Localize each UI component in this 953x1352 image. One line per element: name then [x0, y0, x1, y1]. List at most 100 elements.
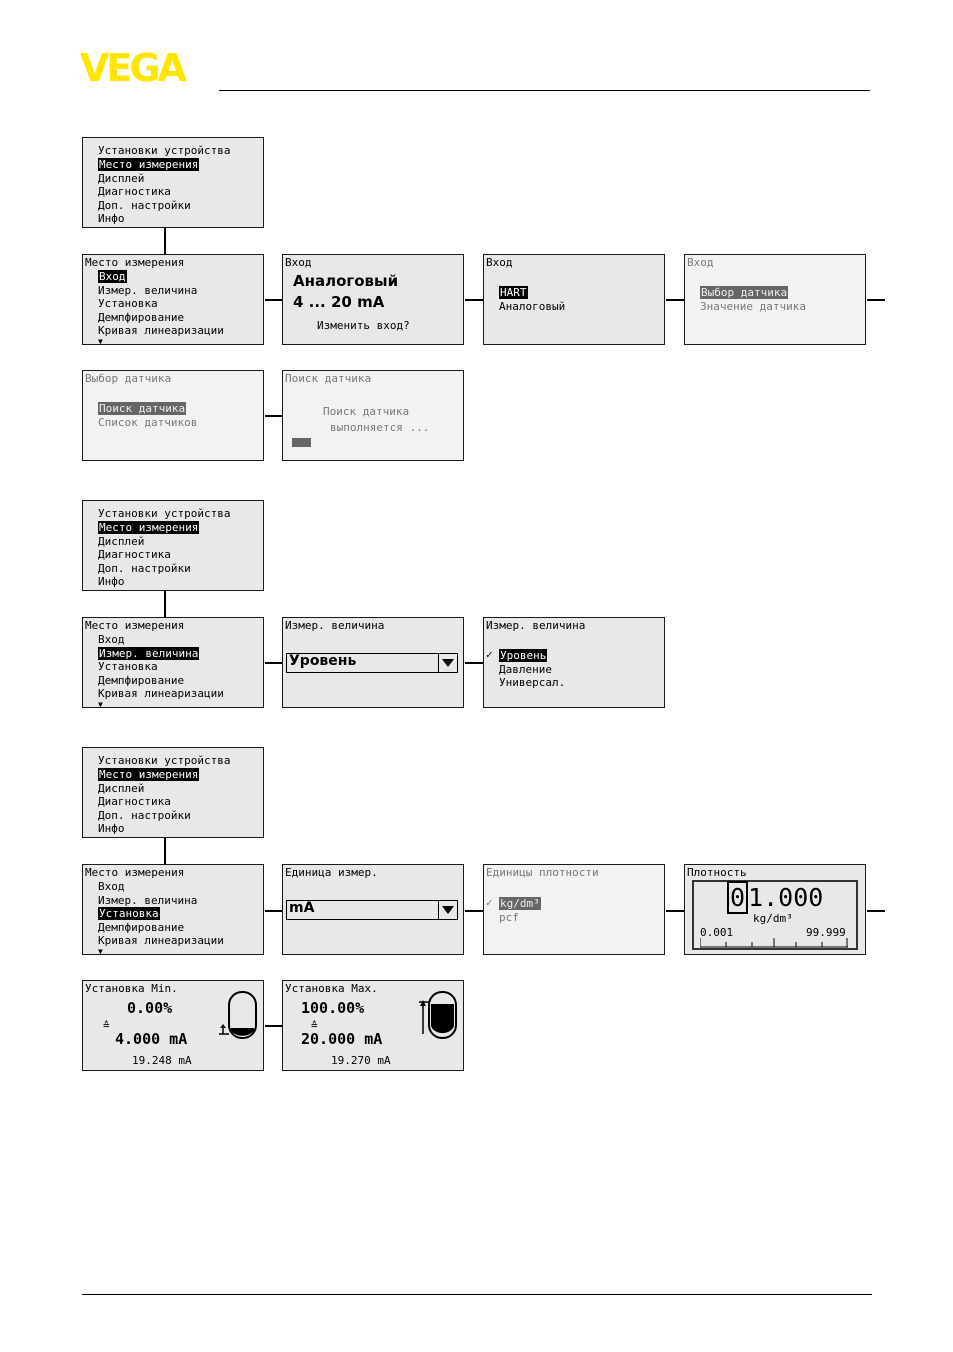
- max-current[interactable]: 20.000 mA: [301, 1030, 383, 1048]
- dropdown-arrow-icon: [442, 906, 454, 914]
- tank-full-icon: [419, 991, 457, 1039]
- menu-item[interactable]: Доп. настройки: [98, 199, 191, 212]
- connector: [867, 910, 885, 912]
- menu-item[interactable]: Установка: [98, 297, 158, 310]
- screen-title: Место измерения: [85, 866, 185, 879]
- screen-title: Место измерения: [85, 619, 185, 632]
- min-current[interactable]: 4.000 mA: [115, 1030, 188, 1048]
- connector: [265, 910, 283, 912]
- screen-device-menu-1: Установки устройства Место измерения Дис…: [82, 137, 264, 228]
- logo-text: VEGA: [80, 50, 188, 84]
- menu-item[interactable]: Инфо: [98, 212, 125, 225]
- option-sensor-list[interactable]: Список датчиков: [98, 416, 198, 429]
- connector: [164, 838, 166, 864]
- option-sensor-value[interactable]: Значение датчика: [700, 300, 806, 313]
- screen-place-menu-3: Место измерения Вход Измер. величина Уст…: [82, 864, 264, 955]
- menu-item-selected[interactable]: Место измерения: [98, 768, 200, 781]
- screen-title: Измер. величина: [486, 619, 586, 632]
- menu-item-selected[interactable]: Вход: [98, 270, 127, 283]
- screen-title: Установка Min.: [85, 982, 178, 995]
- screen-measure-combo: Измер. величина Уровень: [282, 617, 464, 708]
- connector: [465, 662, 484, 664]
- screen-input-options: Вход HART Аналоговый: [483, 254, 665, 345]
- input-type-value: Аналоговый: [293, 272, 399, 290]
- screen-title: Плотность: [687, 866, 747, 879]
- option-level[interactable]: Уровень: [499, 649, 548, 662]
- menu-item[interactable]: Вход: [98, 880, 125, 893]
- menu-item[interactable]: Кривая линеаризации: [98, 687, 224, 700]
- menu-item[interactable]: Демпфирование: [98, 674, 185, 687]
- menu-item[interactable]: Кривая линеаризации: [98, 324, 224, 337]
- scroll-down-icon[interactable]: ▼: [98, 947, 103, 955]
- change-input-prompt[interactable]: Изменить вход?: [317, 319, 410, 332]
- connector: [465, 910, 484, 912]
- screen-title: Выбор датчика: [85, 372, 172, 385]
- screen-title: Вход: [687, 256, 714, 269]
- option-sensor-select[interactable]: Выбор датчика: [700, 286, 789, 299]
- menu-item[interactable]: Установки устройства: [98, 507, 231, 520]
- screen-input-sensor: Вход Выбор датчика Значение датчика: [684, 254, 866, 345]
- dropdown-button[interactable]: [438, 901, 457, 919]
- option-universal[interactable]: Универсал.: [499, 676, 566, 689]
- screen-density-units: Единицы плотности ✓ kg/dm³ pcf: [483, 864, 665, 955]
- menu-item[interactable]: Установка: [98, 660, 158, 673]
- vega-logo: VEGA: [80, 50, 191, 84]
- menu-item[interactable]: Установки устройства: [98, 754, 231, 767]
- menu-item[interactable]: Кривая линеаризации: [98, 934, 224, 947]
- menu-item-selected[interactable]: Место измерения: [98, 158, 200, 171]
- menu-item[interactable]: Инфо: [98, 822, 125, 835]
- menu-item[interactable]: Доп. настройки: [98, 809, 191, 822]
- menu-item[interactable]: Демпфирование: [98, 921, 185, 934]
- menu-item[interactable]: Измер. величина: [98, 894, 198, 907]
- min-percent[interactable]: 0.00%: [127, 999, 173, 1017]
- menu-item-selected[interactable]: Установка: [98, 907, 160, 920]
- option-pressure[interactable]: Давление: [499, 663, 552, 676]
- unit-select[interactable]: mA: [286, 900, 458, 920]
- menu-item[interactable]: Диагностика: [98, 185, 171, 198]
- menu-item[interactable]: Установки устройства: [98, 144, 231, 157]
- screen-input-analog: Вход Аналоговый 4 ... 20 mA Изменить вхо…: [282, 254, 464, 345]
- connector: [265, 415, 283, 417]
- edit-digit-cursor[interactable]: 0: [727, 881, 749, 914]
- density-max: 99.999: [806, 926, 846, 939]
- scale-ruler: [700, 938, 848, 948]
- menu-item[interactable]: Дисплей: [98, 172, 145, 185]
- menu-item[interactable]: Дисплей: [98, 535, 145, 548]
- option-sensor-search[interactable]: Поиск датчика: [98, 402, 187, 415]
- option-kg-dm3[interactable]: kg/dm³: [499, 897, 541, 910]
- menu-item[interactable]: Измер. величина: [98, 284, 198, 297]
- footer-rule: [82, 1294, 872, 1295]
- option-analog[interactable]: Аналоговый: [499, 300, 566, 313]
- max-percent[interactable]: 100.00%: [301, 999, 365, 1017]
- menu-item[interactable]: Дисплей: [98, 782, 145, 795]
- scroll-down-icon[interactable]: ▼: [98, 337, 103, 345]
- menu-item[interactable]: Диагностика: [98, 548, 171, 561]
- scroll-down-icon[interactable]: ▼: [98, 700, 103, 708]
- search-status-line2: выполняется ...: [330, 421, 430, 434]
- select-value: Уровень: [289, 653, 357, 669]
- screen-measure-options: Измер. величина ✓ Уровень Давление Униве…: [483, 617, 665, 708]
- menu-item[interactable]: Инфо: [98, 575, 125, 588]
- menu-item-selected[interactable]: Место измерения: [98, 521, 200, 534]
- screen-title: Вход: [486, 256, 513, 269]
- menu-item-selected[interactable]: Измер. величина: [98, 647, 200, 660]
- menu-item[interactable]: Демпфирование: [98, 311, 185, 324]
- screen-place-menu-1: Место измерения Вход Измер. величина Уст…: [82, 254, 264, 345]
- screen-title: Место измерения: [85, 256, 185, 269]
- option-pcf[interactable]: pcf: [499, 911, 519, 924]
- screen-title: Единицы плотности: [486, 866, 599, 879]
- select-value: mA: [289, 900, 315, 916]
- dropdown-arrow-icon: [442, 659, 454, 667]
- screen-adjust-max: Установка Max. 100.00% ≙ 20.000 mA 19.27…: [282, 980, 464, 1071]
- menu-item[interactable]: Доп. настройки: [98, 562, 191, 575]
- connector: [666, 299, 685, 301]
- measure-select[interactable]: Уровень: [286, 653, 458, 673]
- measured-current: 19.248 mA: [132, 1054, 192, 1067]
- option-hart[interactable]: HART: [499, 286, 528, 299]
- dropdown-button[interactable]: [438, 654, 457, 672]
- menu-item[interactable]: Диагностика: [98, 795, 171, 808]
- menu-item[interactable]: Вход: [98, 633, 125, 646]
- screen-unit-combo: Единица измер. mA: [282, 864, 464, 955]
- tank-empty-icon: [219, 991, 257, 1039]
